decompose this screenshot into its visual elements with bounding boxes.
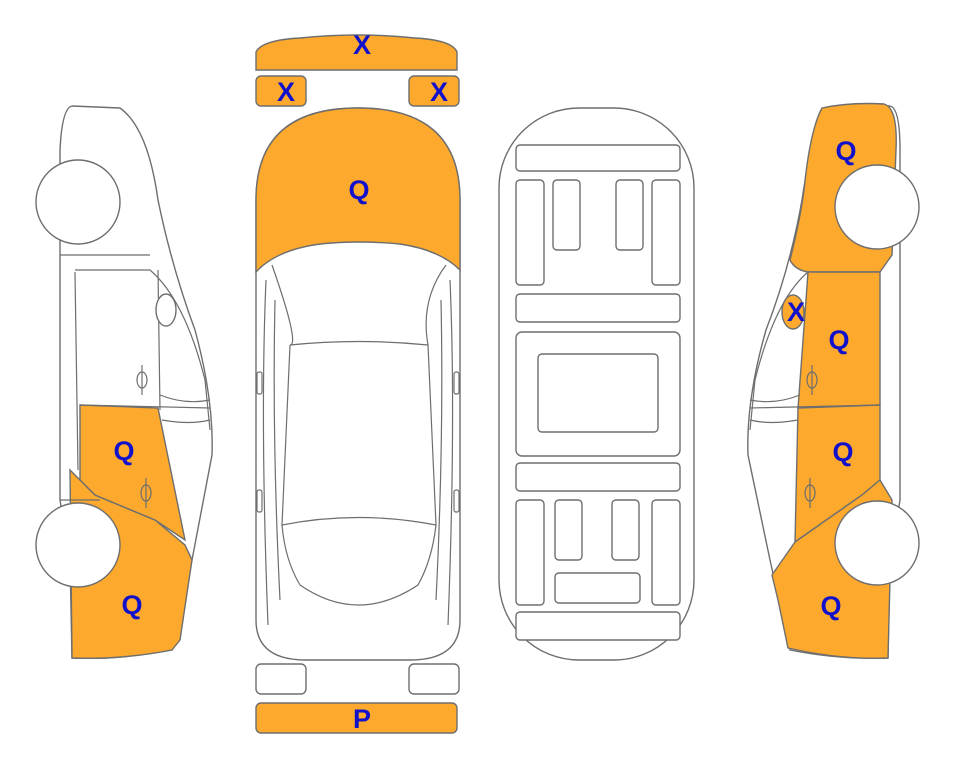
rear-right-light	[408, 663, 460, 695]
left-mirror	[155, 293, 177, 327]
right-front-fender-label: Q	[835, 136, 856, 166]
right-rear-quarter-label: Q	[820, 591, 841, 621]
front-left-light-panel[interactable]	[255, 75, 307, 107]
top-view: X X X Q P	[255, 30, 461, 734]
right-front-door-handle	[806, 365, 818, 395]
left-rear-door-panel[interactable]	[79, 404, 187, 542]
right-mirror-panel[interactable]	[781, 294, 805, 330]
underside-view	[498, 107, 695, 661]
left-rear-door-label: Q	[113, 436, 134, 466]
rear-bumper-panel[interactable]	[255, 702, 458, 734]
rear-bumper-label: P	[353, 704, 371, 734]
front-right-light-label: X	[430, 77, 448, 107]
front-left-light-label: X	[277, 77, 295, 107]
right-rear-wheel	[834, 500, 920, 586]
right-front-wheel	[834, 164, 920, 250]
left-rear-wheel	[35, 502, 121, 588]
rear-left-light	[255, 663, 307, 695]
left-front-door-handle	[136, 365, 148, 395]
hood-panel[interactable]	[255, 107, 461, 274]
hood-label: Q	[348, 175, 369, 205]
right-rear-door-label: Q	[832, 437, 853, 467]
left-front-wheel	[35, 159, 121, 245]
right-front-door-label: Q	[828, 325, 849, 355]
front-right-light-panel[interactable]	[408, 75, 460, 107]
front-bumper-label: X	[353, 30, 371, 60]
left-side-view: Q Q	[35, 105, 213, 660]
right-mirror-label: X	[787, 297, 805, 327]
left-rear-door-handle	[140, 478, 152, 508]
right-side-view: Q X Q Q Q	[747, 102, 920, 660]
right-rear-door-handle	[804, 478, 816, 508]
front-bumper-panel[interactable]	[255, 34, 458, 71]
left-rear-quarter-label: Q	[121, 590, 142, 620]
